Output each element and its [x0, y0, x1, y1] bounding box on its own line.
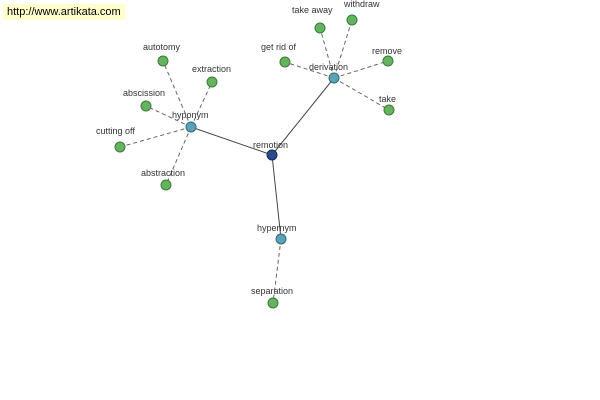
- node-abscission[interactable]: [140, 100, 152, 112]
- node-label-abscission: abscission: [123, 88, 165, 98]
- node-autotomy[interactable]: [157, 55, 169, 67]
- edge-remotion-derivation: [271, 77, 335, 156]
- node-label-remotion: remotion: [253, 140, 288, 150]
- node-separation[interactable]: [267, 297, 279, 309]
- edge-derivation-withdraw: [333, 19, 353, 79]
- edge-derivation-remove: [333, 60, 389, 79]
- node-label-cutting-off: cutting off: [96, 126, 135, 136]
- edge-hyponym-autotomy: [162, 60, 192, 128]
- edge-remotion-hyponym: [190, 126, 273, 156]
- node-hyponym[interactable]: [185, 121, 197, 133]
- node-label-autotomy: autotomy: [143, 42, 181, 52]
- node-derivation[interactable]: [328, 72, 340, 84]
- node-label-take-away: take away: [292, 5, 333, 15]
- edge-hyponym-abscission: [145, 105, 192, 128]
- node-label-take: take: [379, 94, 396, 104]
- edge-hypernym-separation: [272, 238, 282, 304]
- node-label-separation: separation: [251, 286, 293, 296]
- node-abstraction[interactable]: [160, 179, 172, 191]
- node-withdraw[interactable]: [346, 14, 358, 26]
- node-remove[interactable]: [382, 55, 394, 67]
- edge-hyponym-cutting-off: [119, 126, 192, 148]
- watermark-url: http://www.artikata.com: [3, 4, 125, 20]
- node-label-derivation: derivation: [309, 62, 348, 72]
- node-get-rid-of[interactable]: [279, 56, 291, 68]
- node-take[interactable]: [383, 104, 395, 116]
- node-remotion[interactable]: [266, 149, 278, 161]
- node-label-withdraw: withdraw: [343, 0, 380, 9]
- edge-derivation-take: [333, 77, 390, 111]
- node-take-away[interactable]: [314, 22, 326, 34]
- node-label-remove: remove: [372, 46, 402, 56]
- node-label-extraction: extraction: [192, 64, 231, 74]
- node-cutting-off[interactable]: [114, 141, 126, 153]
- edge-derivation-take-away: [319, 27, 335, 79]
- edge-hyponym-abstraction: [165, 126, 192, 186]
- node-label-hypernym: hypernym: [257, 223, 297, 233]
- node-label-get-rid-of: get rid of: [261, 42, 297, 52]
- edge-derivation-get-rid-of: [284, 61, 335, 79]
- edge-hyponym-extraction: [190, 81, 213, 128]
- node-extraction[interactable]: [206, 76, 218, 88]
- node-label-abstraction: abstraction: [141, 168, 185, 178]
- edge-remotion-hypernym: [271, 154, 282, 240]
- node-hypernym[interactable]: [275, 233, 287, 245]
- node-label-hyponym: hyponym: [172, 110, 209, 120]
